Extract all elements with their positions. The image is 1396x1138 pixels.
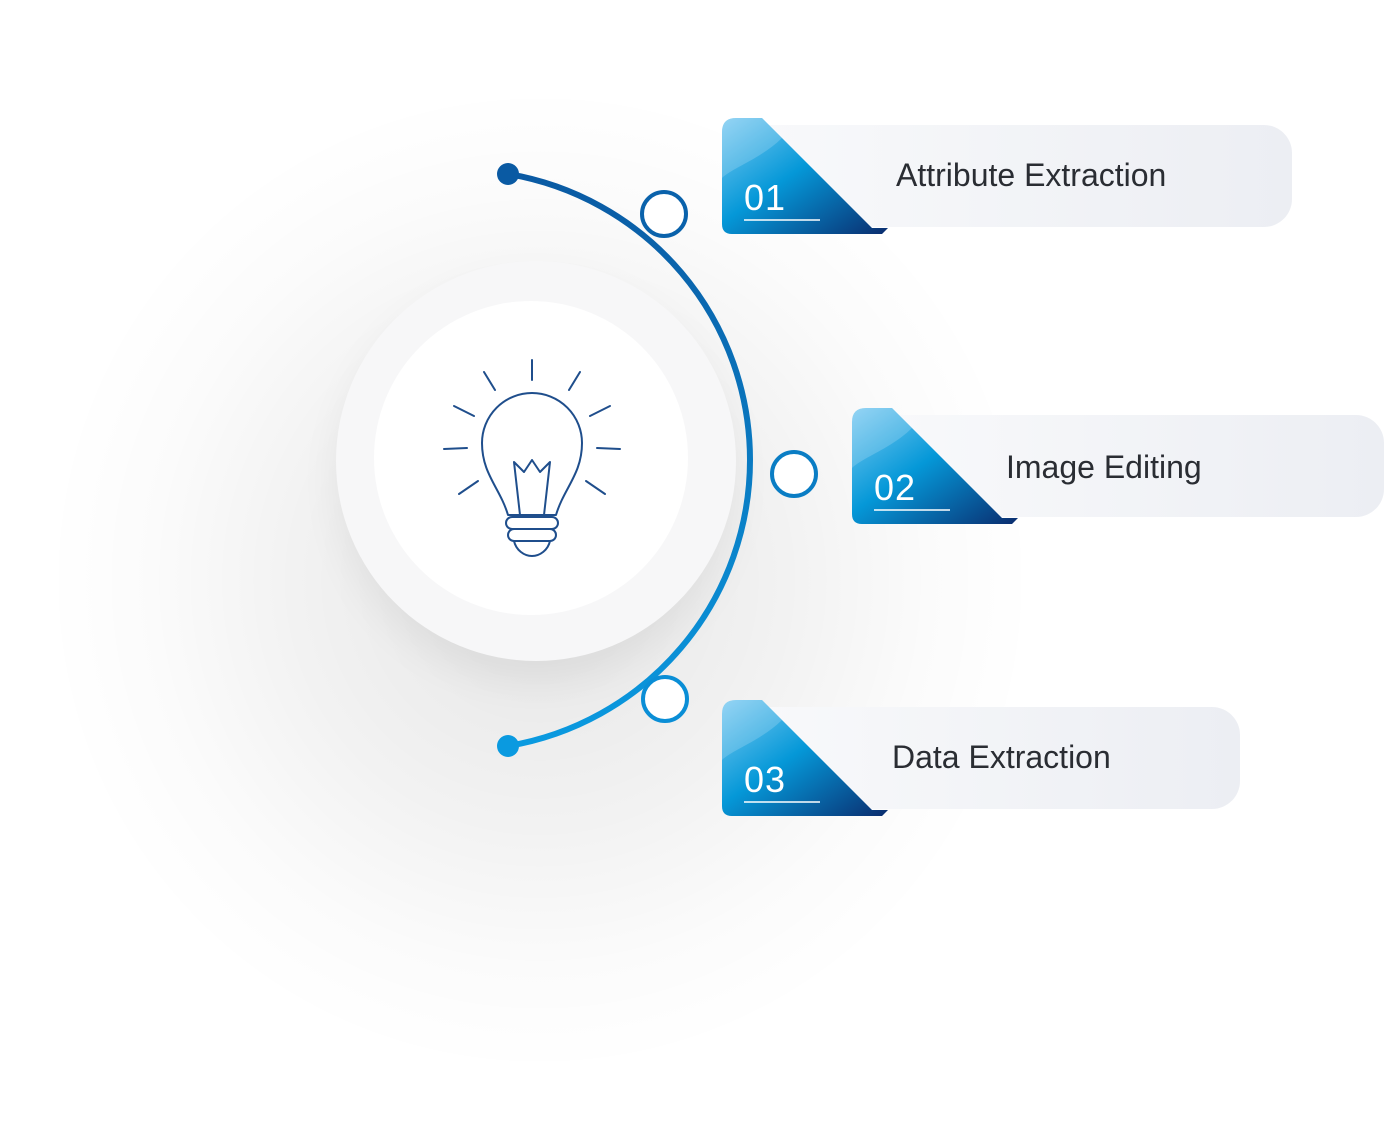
step-card-1: 01 Attribute Extraction <box>722 118 1294 234</box>
step-card-2: 02 Image Editing <box>852 408 1386 524</box>
center-inner-disc <box>374 301 688 615</box>
step-badge-3 <box>722 700 888 816</box>
arc-end-dot <box>497 735 519 757</box>
step-number-3: 03 <box>744 759 787 800</box>
step-number-underline-2 <box>874 509 950 511</box>
step-number-underline-1 <box>744 219 820 221</box>
step-number-underline-3 <box>744 801 820 803</box>
step-number-1: 01 <box>744 177 787 218</box>
step-label-1: Attribute Extraction <box>896 157 1167 193</box>
step-label-3: Data Extraction <box>892 739 1111 775</box>
step-card-3: 03 Data Extraction <box>722 700 1242 816</box>
step-node-3 <box>641 675 689 723</box>
step-node-2 <box>770 450 818 498</box>
timeline-arc <box>505 171 753 749</box>
step-number-2: 02 <box>874 467 917 508</box>
step-badge-1 <box>722 118 888 234</box>
arc-start-dot <box>497 163 519 185</box>
step-label-2: Image Editing <box>1006 449 1202 485</box>
step-node-1 <box>640 190 688 238</box>
lightbulb-icon <box>443 359 621 557</box>
step-badge-2 <box>852 408 1018 524</box>
